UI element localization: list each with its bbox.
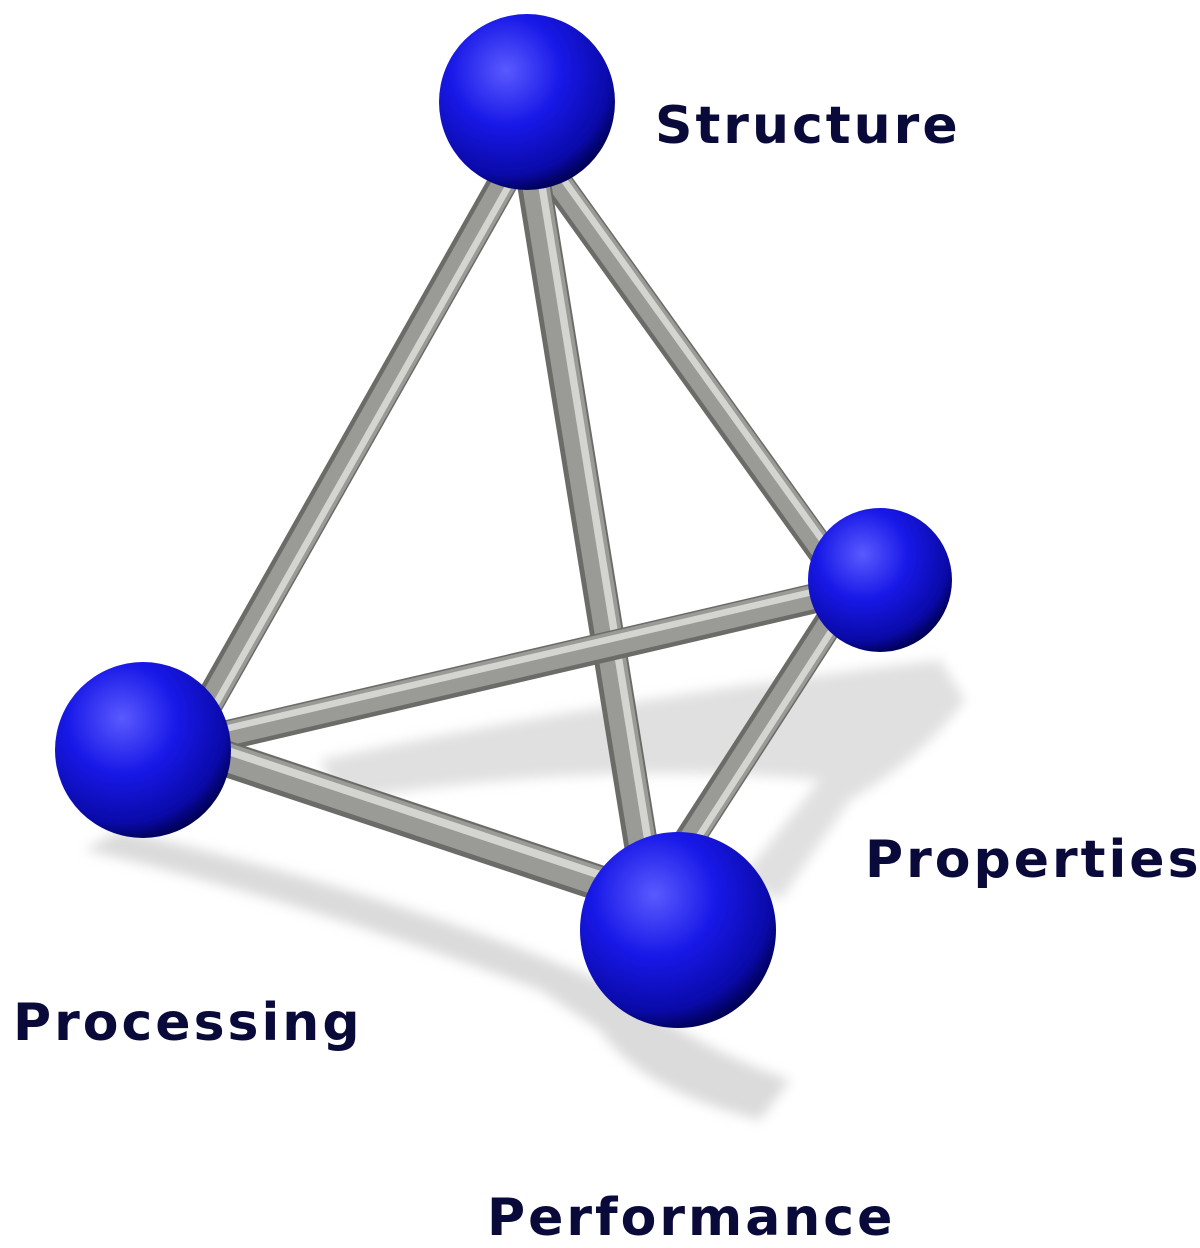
- floor-shadow-right: [320, 660, 965, 900]
- rod-top-left-body: [175, 134, 539, 752]
- labels-layer: Structure Properties Processing Performa…: [13, 96, 1200, 1248]
- rod-top-left-highlight: [187, 141, 536, 750]
- rod-top-left: [171, 132, 541, 753]
- rod-top-right: [514, 131, 863, 599]
- rod-top-right-body: [518, 132, 861, 597]
- rod-left-bottom: [179, 727, 656, 918]
- rod-top-bottom-highlight: [530, 138, 662, 900]
- rods-layer: [171, 131, 863, 918]
- rod-left-right-body: [181, 576, 853, 756]
- label-properties: Properties: [865, 830, 1200, 890]
- floor-shadow-left: [85, 830, 790, 1120]
- rod-left-bottom-highlight: [186, 733, 654, 897]
- nodes-layer: [55, 14, 952, 1028]
- node-processing-ball: [55, 662, 231, 838]
- floor-shadow: [85, 660, 965, 1120]
- label-processing: Processing: [13, 993, 363, 1053]
- node-performance-ball: [580, 832, 776, 1028]
- rod-left-right-highlight: [182, 580, 850, 742]
- label-structure: Structure: [655, 96, 961, 156]
- rod-left-right: [181, 575, 854, 760]
- label-performance: Performance: [487, 1188, 895, 1248]
- rod-top-right-highlight: [529, 134, 859, 589]
- node-properties-ball: [808, 508, 952, 652]
- rod-top-bottom-body: [515, 137, 665, 902]
- rod-left-bottom-body: [180, 729, 656, 913]
- rod-top-bottom: [510, 137, 667, 903]
- node-structure-ball: [439, 14, 615, 190]
